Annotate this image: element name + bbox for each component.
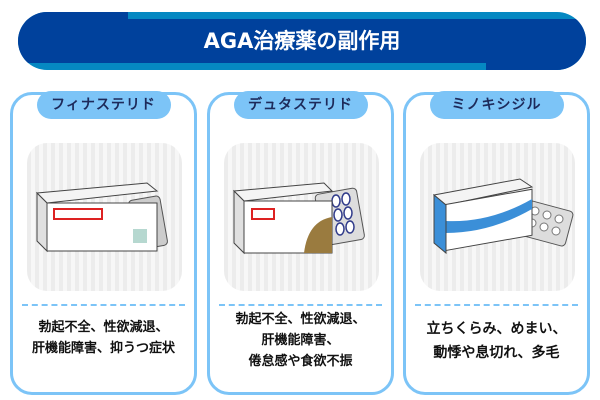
desc-line: 動悸や息切れ、多毛 [433, 345, 560, 361]
medicine-box-image [420, 143, 575, 291]
side-effects-text: 勃起不全、性欲減退、 肝機能障害、 倦怠感や食欲不振 [214, 309, 387, 372]
side-effects-text: 勃起不全、性欲減退、 肝機能障害、抑うつ症状 [17, 317, 190, 359]
desc-line: 立ちくらみ、めまい、 [426, 321, 567, 337]
desc-line: 勃起不全、性欲減退、 [235, 312, 366, 327]
card-dutasteride: デュタステリド 勃起不全、性欲減退、 肝機能障害、 倦怠感や食欲不振 [207, 91, 394, 395]
divider [415, 304, 578, 306]
card-finasteride: フィナステリド 勃起不全、性欲減退、 肝機能障害、抑うつ症状 [10, 91, 197, 395]
card-label: ミノキシジル [429, 91, 564, 119]
desc-line: 肝機能障害、 [261, 333, 340, 348]
divider [219, 304, 382, 306]
card-label: フィナステリド [36, 91, 171, 119]
page-title: AGA治療薬の副作用 [203, 29, 401, 53]
card-minoxidil: ミノキシジル 立ちくらみ、めまい、 動悸や息切れ、多毛 [403, 91, 590, 395]
medicine-box-image [27, 143, 182, 291]
card-label: デュタステリド [233, 91, 368, 119]
title-banner: AGA治療薬の副作用 [18, 12, 586, 70]
side-effects-text: 立ちくらみ、めまい、 動悸や息切れ、多毛 [410, 317, 583, 365]
desc-line: 勃起不全、性欲減退、 [38, 320, 169, 335]
desc-line: 倦怠感や食欲不振 [248, 354, 353, 369]
medicine-box-image [224, 143, 379, 291]
divider [22, 304, 185, 306]
desc-line: 肝機能障害、抑うつ症状 [31, 341, 175, 356]
